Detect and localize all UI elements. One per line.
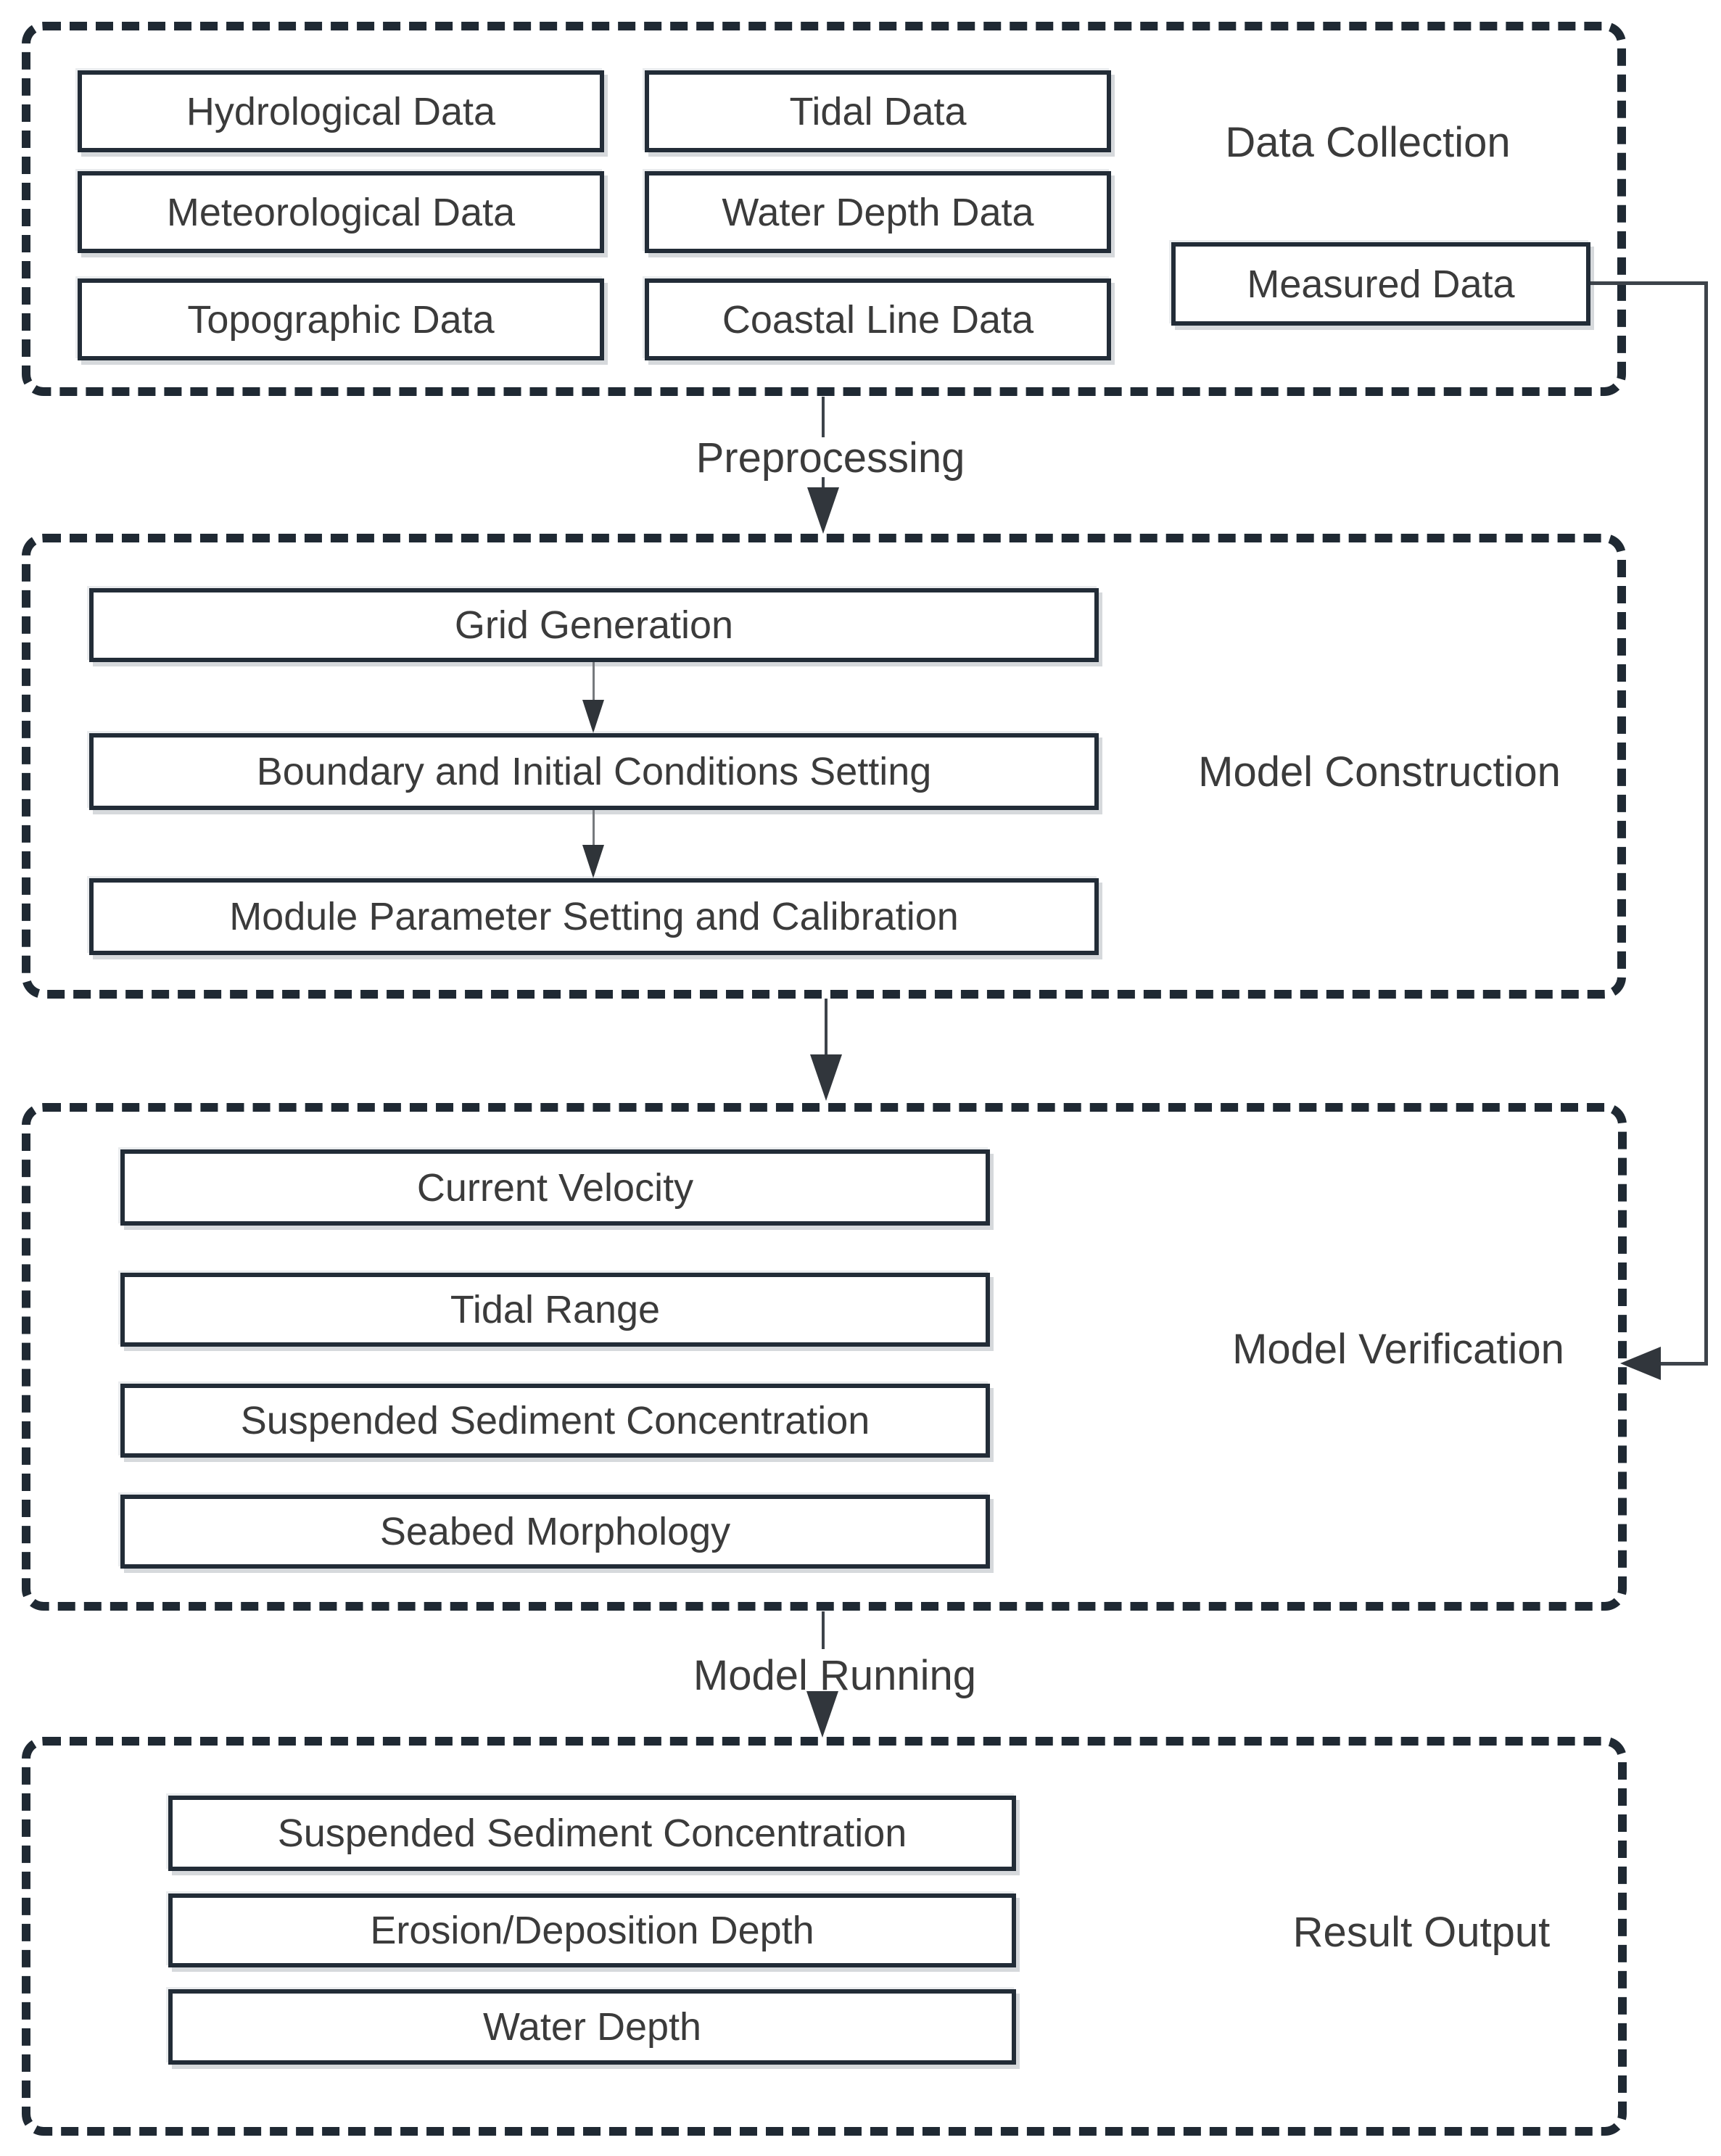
arrow-left-icon xyxy=(1620,1347,1661,1380)
node-suspended-sediment-concentration-verification: Suspended Sediment Concentration xyxy=(120,1384,990,1458)
model-running-line-top xyxy=(822,1611,825,1649)
section-result-output xyxy=(22,1737,1627,2136)
node-coastal-line-data: Coastal Line Data xyxy=(645,278,1111,360)
measured-data-connector-horizontal xyxy=(1590,281,1708,285)
section-model-construction xyxy=(22,534,1626,999)
grid-to-boundary-line xyxy=(593,662,595,707)
arrow-down-icon xyxy=(807,487,839,534)
node-topographic-data: Topographic Data xyxy=(78,278,604,360)
node-water-depth-output: Water Depth xyxy=(168,1989,1016,2065)
label-model-verification: Model Verification xyxy=(1232,1326,1564,1373)
node-tidal-data: Tidal Data xyxy=(645,70,1111,152)
node-module-parameter-setting: Module Parameter Setting and Calibration xyxy=(89,878,1099,955)
section-model-verification xyxy=(22,1103,1627,1611)
node-erosion-deposition-depth: Erosion/Deposition Depth xyxy=(168,1893,1016,1967)
node-current-velocity: Current Velocity xyxy=(120,1149,990,1226)
arrow-down-icon xyxy=(810,1054,842,1101)
label-model-construction: Model Construction xyxy=(1198,748,1561,796)
node-grid-generation: Grid Generation xyxy=(89,588,1099,662)
construction-to-verification-line xyxy=(825,999,828,1058)
node-seabed-morphology: Seabed Morphology xyxy=(120,1495,990,1569)
section-data-collection xyxy=(22,22,1626,396)
arrow-down-icon xyxy=(582,845,604,878)
label-result-output: Result Output xyxy=(1292,1909,1551,1956)
arrow-down-icon xyxy=(806,1691,838,1738)
boundary-to-module-line xyxy=(593,810,595,852)
measured-data-connector-vertical xyxy=(1704,281,1708,1363)
label-preprocessing: Preprocessing xyxy=(696,434,965,482)
measured-data-connector-shaft xyxy=(1659,1362,1708,1366)
label-data-collection: Data Collection xyxy=(1225,119,1511,166)
node-meteorological-data: Meteorological Data xyxy=(78,171,604,253)
node-measured-data: Measured Data xyxy=(1171,242,1590,326)
preprocessing-line-top xyxy=(822,397,825,437)
node-hydrological-data: Hydrological Data xyxy=(78,70,604,152)
arrow-down-icon xyxy=(582,700,604,733)
node-suspended-sediment-concentration-output: Suspended Sediment Concentration xyxy=(168,1796,1016,1871)
node-tidal-range: Tidal Range xyxy=(120,1273,990,1347)
node-boundary-initial-conditions: Boundary and Initial Conditions Setting xyxy=(89,733,1099,810)
node-water-depth-data: Water Depth Data xyxy=(645,171,1111,253)
